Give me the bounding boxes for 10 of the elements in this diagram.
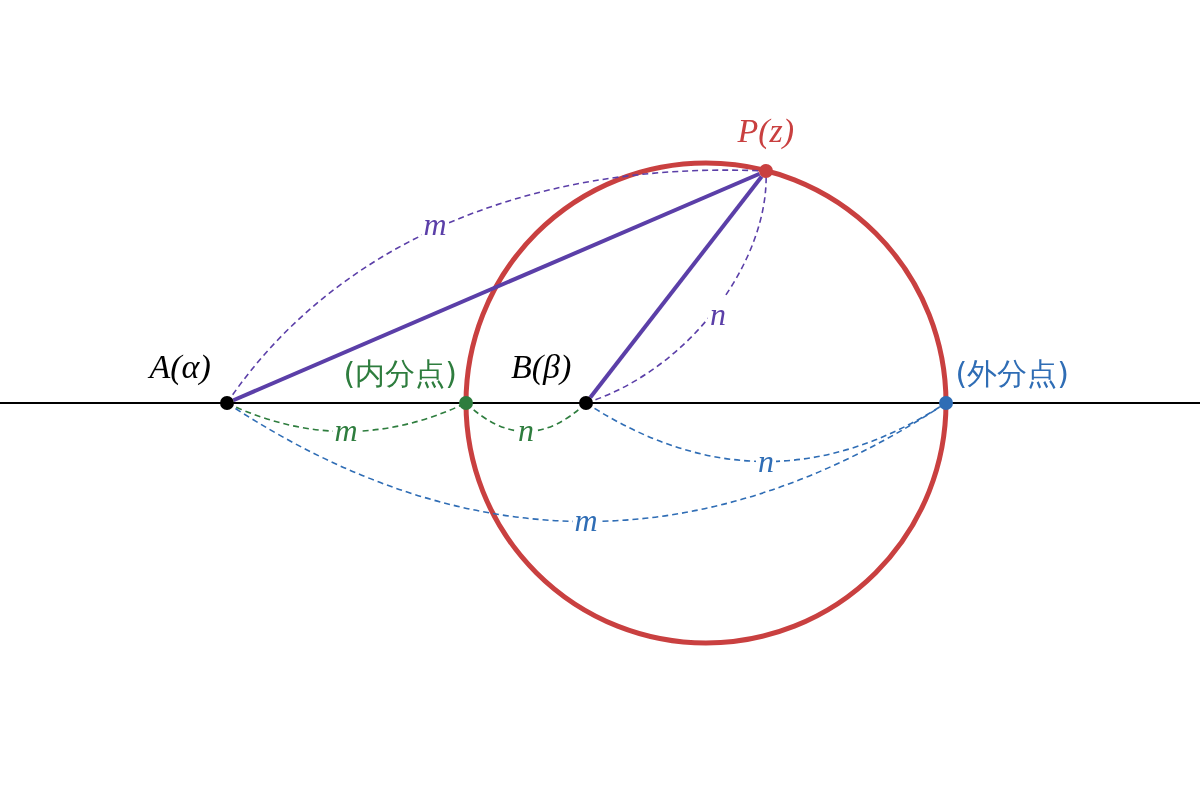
point-marker [579,396,593,410]
point-label: P(z) [737,114,795,148]
point-label: (内分点) [343,359,457,389]
point-label: (外分点) [955,359,1069,389]
point-marker [939,396,953,410]
point-marker [759,164,773,178]
point-label: B(β) [511,350,572,384]
point-marker [220,396,234,410]
point-marker [459,396,473,410]
point-label: A(α) [149,350,211,384]
